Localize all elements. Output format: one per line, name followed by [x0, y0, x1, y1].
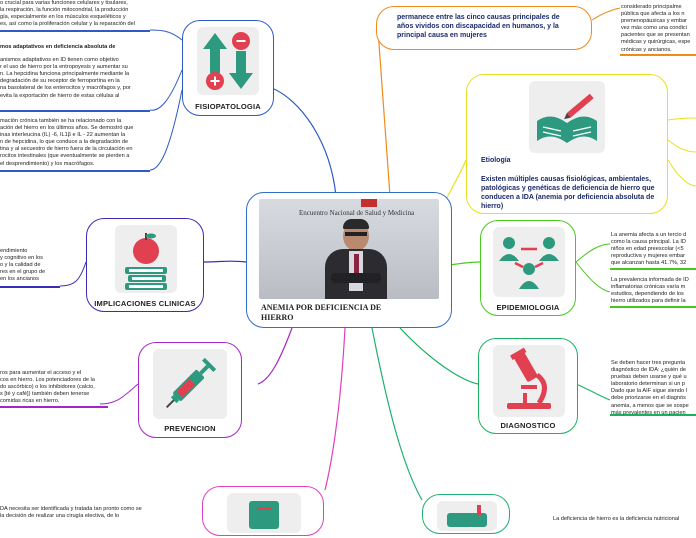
photo-person-tie — [354, 254, 359, 282]
node-bottom-right[interactable] — [422, 494, 510, 534]
node-prevencion[interactable]: PREVENCION — [138, 342, 242, 438]
epidemiologia-text2: La prevalencia informada de ID inflamato… — [611, 277, 689, 305]
implicaciones-text-underline — [0, 286, 60, 288]
epidemiologia-text2-underline — [610, 306, 696, 308]
photo-red-mark — [361, 199, 377, 207]
node-fisiopatologia[interactable]: FISIOPATOLOGIA — [182, 20, 274, 116]
arrows-plus-minus-icon — [197, 27, 259, 95]
link-diagnostico-text — [575, 383, 611, 401]
fisiopatologia-text2: mos adaptativos en deficiencia absoluta … — [0, 44, 131, 99]
fisiopatologia-text3: mación crónica también se ha relacionado… — [0, 118, 134, 167]
link-implicaciones-text — [59, 261, 87, 287]
apple-books-icon — [115, 225, 177, 293]
link-epidemiologia-text1 — [575, 243, 611, 263]
link-epidemiologia-text2 — [575, 261, 611, 293]
link-etiologia-right-3 — [667, 159, 696, 187]
prevencion-label: PREVENCION — [164, 424, 216, 433]
prevencion-text: ros para aumentar el acceso y el cos en … — [0, 370, 95, 405]
microscope-icon — [493, 345, 565, 417]
epidemiologia-label: EPIDEMIOLOGIA — [496, 303, 560, 312]
diagnostico-text-underline — [610, 414, 696, 416]
node-implicaciones[interactable]: IMPLICACIONES CLINICAS — [86, 218, 204, 312]
link-permanece-side — [591, 7, 621, 21]
link-etiologia-right-1 — [667, 117, 696, 121]
link-fisiopatologia-text2 — [149, 69, 183, 111]
permanece-side-underline — [620, 54, 696, 56]
photo-caption: Encuentro Nacional de Salud y Medicina — [299, 209, 415, 217]
link-bottom-left — [324, 327, 346, 491]
photo-person-glasses — [345, 232, 367, 236]
prevencion-text-underline — [0, 406, 108, 408]
implicaciones-text: endimiento y cognitivo en los o y la cal… — [0, 248, 46, 283]
diagnostico-label: DIAGNOSTICO — [500, 421, 556, 430]
node-etiologia[interactable]: Etiología Existen múltiples causas fisio… — [466, 74, 668, 214]
diagnostico-text: Se deben hacer tres pregunta diagnóstico… — [611, 360, 689, 416]
etiologia-title: Etiología — [481, 157, 511, 164]
bottom-left-icon — [227, 493, 301, 533]
syringe-icon — [153, 349, 227, 419]
link-epidemiologia — [449, 261, 481, 266]
central-title: ANEMIA POR DEFICIENCIA DE HIERRO — [261, 303, 382, 322]
node-permanece[interactable]: permanece entre las cinco causas princip… — [376, 6, 592, 50]
permanece-text: permanece entre las cinco causas princip… — [397, 14, 560, 39]
node-bottom-left[interactable] — [202, 486, 324, 536]
node-central[interactable]: Encuentro Nacional de Salud y Medicina A… — [246, 192, 452, 328]
epidemiologia-text1-underline — [610, 268, 696, 270]
bottom-right-icon — [437, 501, 497, 531]
fisiopatologia-text1-underline — [0, 30, 150, 32]
people-network-icon — [493, 227, 565, 297]
bottom-right-text: La deficiencia de hierro es la deficienc… — [553, 516, 680, 522]
permanece-side-text: considerado principalme pública que afec… — [621, 4, 691, 53]
link-fisiopatologia-text1 — [149, 29, 183, 41]
fisiopatologia-text2-underline — [0, 110, 150, 112]
link-fisiopatologia-text3 — [149, 89, 183, 171]
bottom-left-text: DA necesita ser identificada y tratada t… — [0, 506, 142, 520]
link-etiologia-right-2 — [667, 139, 696, 153]
fisiopatologia-label: FISIOPATOLOGIA — [195, 102, 261, 111]
node-diagnostico[interactable]: DIAGNOSTICO — [478, 338, 578, 434]
link-diagnostico — [399, 327, 479, 385]
fisiopatologia-text1: o crucial para varias funciones celulare… — [0, 0, 135, 28]
photo-person-hair — [343, 219, 369, 229]
fisiopatologia-text3-underline — [0, 170, 150, 172]
link-fisiopatologia — [271, 87, 337, 197]
link-prevencion-text — [99, 383, 139, 405]
central-photo: Encuentro Nacional de Salud y Medicina — [259, 199, 439, 299]
implicaciones-label: IMPLICACIONES CLINICAS — [94, 299, 196, 308]
link-permanece — [377, 29, 391, 197]
epidemiologia-text1: La anemia afecta a un tercio d como la c… — [611, 232, 687, 267]
node-epidemiologia[interactable]: EPIDEMIOLOGIA — [480, 220, 576, 316]
link-implicaciones — [203, 260, 247, 263]
etiologia-text: Existen múltiples causas fisiológicas, a… — [481, 176, 655, 210]
open-book-pen-icon — [529, 81, 605, 153]
link-bottom-right — [371, 327, 423, 501]
link-prevencion — [257, 327, 293, 385]
photo-person-arms — [331, 273, 381, 283]
